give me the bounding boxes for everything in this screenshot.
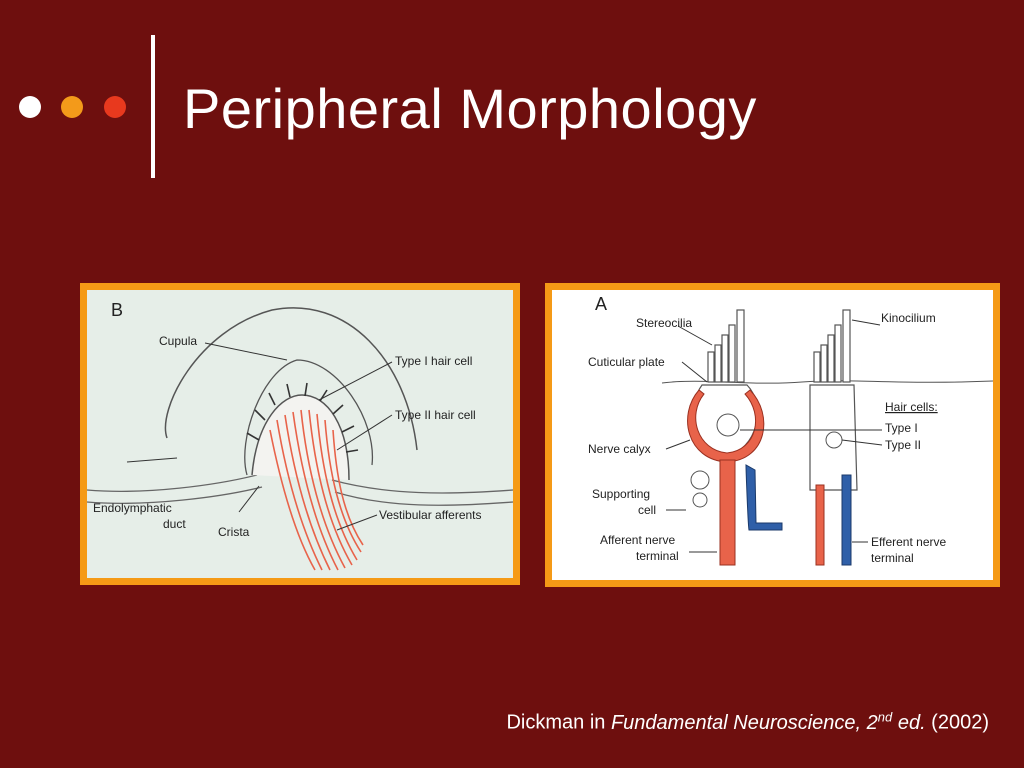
label-nerve-calyx: Nerve calyx [588, 442, 651, 456]
label-type1-hair-cell: Type I hair cell [395, 354, 472, 368]
label-endolymphatic: Endolymphatic [93, 501, 172, 515]
citation-sup: nd [877, 709, 893, 724]
figure-b-panel: B [80, 283, 520, 585]
label-type2: Type II [885, 438, 921, 452]
label-afferent-nerve: Afferent nerve [600, 533, 675, 547]
label-efferent-terminal: terminal [871, 551, 914, 565]
figure-a-panel: A [545, 283, 1000, 587]
label-hair-cells: Hair cells: [885, 400, 938, 414]
citation: Dickman in Fundamental Neuroscience, 2nd… [506, 709, 989, 735]
label-type1: Type I [885, 421, 918, 435]
figure-b-letter: B [111, 300, 123, 320]
citation-year: (2002) [925, 711, 989, 734]
citation-prefix: Dickman in [506, 711, 611, 734]
slide-title: Peripheral Morphology [183, 77, 757, 140]
citation-ed: ed. [892, 711, 926, 734]
label-stereocilia: Stereocilia [636, 316, 692, 330]
figure-a-diagram: A [552, 290, 993, 580]
label-vestibular-afferents: Vestibular afferents [379, 508, 482, 522]
label-afferent-terminal: terminal [636, 549, 679, 563]
label-cupula: Cupula [159, 334, 197, 348]
bullet-dot-orange [61, 96, 83, 118]
label-cell: cell [638, 503, 656, 517]
label-type2-hair-cell: Type II hair cell [395, 408, 476, 422]
bullet-dot-red [104, 96, 126, 118]
label-duct: duct [163, 517, 186, 531]
bullet-dot-white [19, 96, 41, 118]
label-supporting: Supporting [592, 487, 650, 501]
figure-a-letter: A [595, 294, 607, 314]
title-divider [151, 35, 155, 178]
label-efferent-nerve: Efferent nerve [871, 535, 946, 549]
citation-book: Fundamental Neuroscience, 2 [610, 711, 878, 734]
figure-b-diagram: B [87, 290, 513, 578]
label-cuticular-plate: Cuticular plate [588, 355, 665, 369]
label-crista: Crista [218, 525, 250, 539]
label-kinocilium: Kinocilium [881, 311, 936, 325]
